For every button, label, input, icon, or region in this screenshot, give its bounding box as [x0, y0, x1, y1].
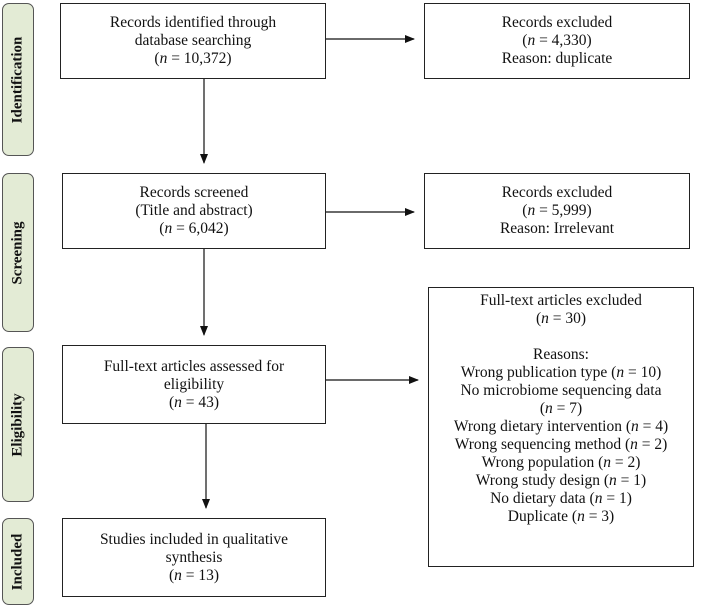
records-identified-line2: database searching — [134, 32, 252, 49]
records-screened-box: Records screened (Title and abstract) (n… — [62, 173, 326, 249]
records-screened-line2: (Title and abstract) — [135, 202, 253, 219]
records-identified-count: (n = 10,372) — [154, 50, 232, 67]
fulltext-assessed-box: Full-text articles assessed for eligibil… — [62, 345, 326, 424]
fulltext-assessed-line2: eligibility — [163, 375, 225, 393]
fulltext-excluded-box: Full-text articles excluded (n = 30) Rea… — [428, 287, 694, 567]
fulltext-excluded-count: (n = 30) — [535, 310, 587, 327]
fulltext-assessed-count: (n = 43) — [168, 393, 220, 411]
excluded-irrelevant-count: (n = 5,999) — [522, 202, 592, 219]
exclusion-reason: No microbiome sequencing data — [460, 382, 662, 399]
excluded-duplicate-reason: Reason: duplicate — [501, 50, 613, 67]
exclusion-reason: No dietary data (n = 1) — [490, 490, 632, 507]
studies-included-count: (n = 13) — [168, 566, 220, 584]
exclusion-reason: Wrong publication type (n = 10) — [460, 364, 662, 381]
records-excluded-duplicate-box: Records excluded (n = 4,330) Reason: dup… — [424, 3, 690, 79]
fulltext-excluded-title: Full-text articles excluded — [480, 292, 642, 309]
exclusion-reason: Duplicate (n = 3) — [507, 508, 615, 525]
phase-screening: Screening — [2, 173, 34, 332]
phase-eligibility: Eligibility — [2, 347, 34, 502]
fulltext-assessed-line1: Full-text articles assessed for — [103, 357, 285, 375]
phase-identification: Identification — [2, 3, 34, 156]
studies-included-line1: Studies included in qualitative — [99, 530, 289, 548]
excluded-irrelevant-title: Records excluded — [501, 184, 613, 201]
exclusion-reason: Wrong study design (n = 1) — [475, 472, 647, 489]
exclusion-reason: (n = 7) — [539, 400, 583, 417]
exclusion-reason: Wrong sequencing method (n = 2) — [454, 436, 668, 453]
exclusion-reason: Wrong population (n = 2) — [481, 454, 641, 471]
studies-included-line2: synthesis — [165, 548, 223, 566]
reasons-heading: Reasons: — [533, 346, 589, 363]
reasons-list: Wrong publication type (n = 10)No microb… — [454, 364, 668, 526]
records-excluded-irrelevant-box: Records excluded (n = 5,999) Reason: Irr… — [424, 173, 690, 249]
records-identified-box: Records identified through database sear… — [60, 3, 326, 79]
records-identified-line1: Records identified through — [109, 14, 277, 31]
excluded-duplicate-title: Records excluded — [501, 14, 613, 31]
excluded-duplicate-count: (n = 4,330) — [522, 32, 592, 49]
excluded-irrelevant-reason: Reason: Irrelevant — [499, 220, 615, 237]
studies-included-box: Studies included in qualitative synthesi… — [62, 518, 326, 597]
records-screened-line1: Records screened — [139, 184, 249, 201]
phase-included: Included — [2, 518, 34, 605]
records-screened-count: (n = 6,042) — [159, 220, 229, 237]
exclusion-reason: Wrong dietary intervention (n = 4) — [453, 418, 669, 435]
